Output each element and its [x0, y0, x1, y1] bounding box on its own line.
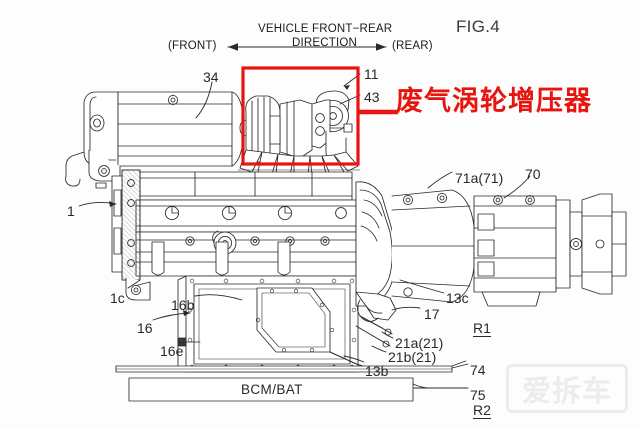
reference-number-70: 70 [525, 166, 541, 182]
turbocharger-assembly [239, 90, 353, 169]
underbody-plate-74 [115, 360, 467, 373]
bcm-bat-box [128, 377, 431, 402]
direction-title-line2: DIRECTION [292, 37, 358, 49]
direction-arrow [227, 43, 387, 51]
reference-number-13b: 13b [365, 363, 389, 379]
reference-number-21b21: 21b(21) [388, 349, 437, 365]
reference-number-71a71: 71a(71) [455, 170, 504, 186]
site-watermark: 爱拆车 [506, 364, 628, 413]
reference-number-1: 1 [67, 203, 75, 219]
turbocharger-highlight-box [241, 66, 360, 166]
zone-label-R1: R1 [473, 320, 491, 337]
transmission-case [473, 193, 627, 307]
reference-number-16: 16 [137, 320, 153, 336]
reference-number-16e: 16e [160, 343, 184, 359]
reference-number-16b: 16b [171, 297, 195, 313]
reference-number-11: 11 [364, 66, 379, 82]
turbocharger-annotation-label: 废气涡轮增压器 [396, 86, 592, 117]
bcm-bat-label: BCM/BAT [241, 382, 303, 397]
reference-number-34: 34 [203, 69, 219, 85]
leader-lines [78, 73, 531, 389]
reference-number-74: 74 [470, 362, 486, 378]
zone-label-R2: R2 [473, 402, 491, 419]
oil-pan [177, 275, 359, 373]
figure-number: FIG.4 [456, 17, 501, 36]
reference-number-21a21: 21a(21) [395, 335, 444, 351]
reference-number-75: 75 [470, 387, 486, 403]
reference-number-1c: 1c [110, 290, 125, 306]
reference-number-13c: 13c [446, 290, 469, 306]
front-label: (FRONT) [168, 40, 217, 52]
reference-number-43: 43 [364, 89, 380, 105]
direction-title-line1: VEHICLE FRONT−REAR [258, 23, 393, 35]
reference-number-17: 17 [424, 306, 440, 322]
bellhousing-assembly [329, 181, 477, 368]
rear-label: (REAR) [392, 40, 433, 52]
